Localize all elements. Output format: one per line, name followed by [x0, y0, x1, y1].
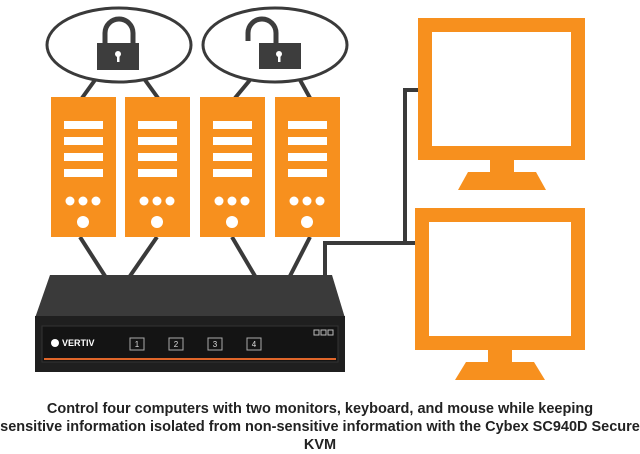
port-button-2[interactable]: 2	[168, 337, 184, 351]
non-secure-group-ellipse	[201, 6, 349, 84]
kvm-switch: VERTIV 1 2 3 4	[35, 275, 345, 372]
kvm-brand: VERTIV	[62, 338, 95, 348]
connection-lines	[78, 78, 418, 278]
lock-open-icon	[245, 16, 301, 69]
caption-line-1: Control four computers with two monitors…	[46, 401, 594, 417]
port-label: 2	[174, 340, 179, 349]
caption: Control four computers with two monitors…	[0, 400, 640, 454]
monitor-bottom	[415, 208, 585, 380]
port-label: 1	[135, 340, 140, 349]
server-icon	[125, 97, 190, 237]
server-icon	[275, 97, 340, 237]
port-button-3[interactable]: 3	[207, 337, 223, 351]
port-label: 3	[213, 340, 218, 349]
lock-closed-icon	[97, 16, 139, 70]
monitor-top	[418, 18, 585, 190]
port-button-1[interactable]: 1	[129, 337, 145, 351]
port-button-4[interactable]: 4	[246, 337, 262, 351]
server-icon	[200, 97, 265, 237]
port-label: 4	[252, 340, 257, 349]
vertiv-logo-icon	[51, 339, 59, 347]
caption-line-2: sensitive information isolated from non-…	[0, 419, 640, 453]
secure-group-ellipse	[45, 6, 193, 84]
server-icon	[51, 97, 116, 237]
status-leds	[313, 329, 334, 336]
